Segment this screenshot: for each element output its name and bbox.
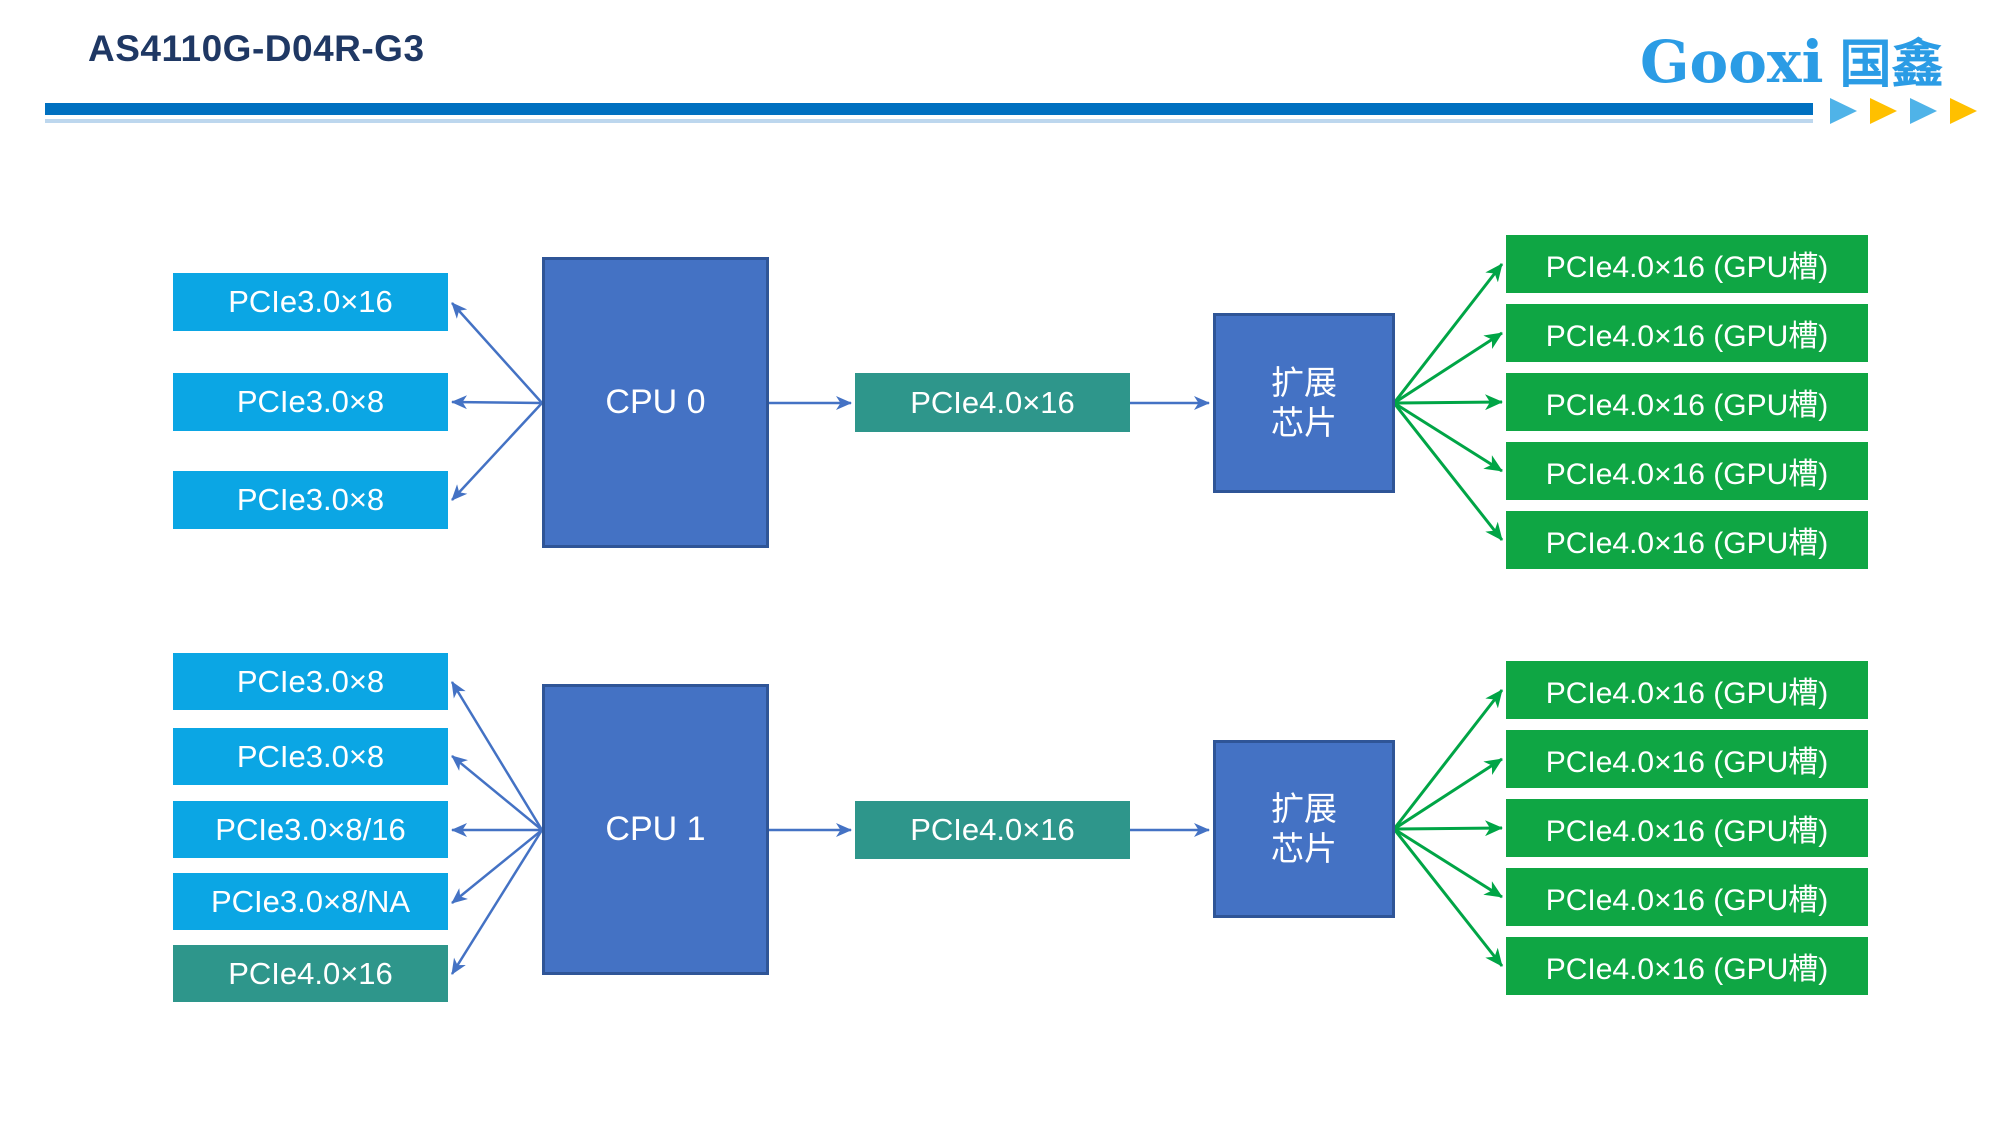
gooxi-logo: Gooxi 国鑫 bbox=[1640, 22, 1944, 97]
gpu-slot: PCIe4.0×16 (GPU槽) bbox=[1506, 868, 1868, 926]
expander-label-line2: 芯片 bbox=[1271, 830, 1337, 867]
gpu-slot: PCIe4.0×16 (GPU槽) bbox=[1506, 304, 1868, 362]
expander-label-line2: 芯片 bbox=[1271, 404, 1337, 441]
expander-chip-block: 扩展 芯片 bbox=[1213, 313, 1395, 493]
expander-label-line1: 扩展 bbox=[1271, 789, 1337, 827]
logo-arrow-icon bbox=[1830, 98, 1857, 124]
pcie-slot: PCIe3.0×8 bbox=[173, 728, 448, 785]
page-title: AS4110G-D04R-G3 bbox=[88, 28, 425, 69]
gpu-slot: PCIe4.0×16 (GPU槽) bbox=[1506, 661, 1868, 719]
pcie-slot: PCIe3.0×8 bbox=[173, 653, 448, 710]
gpu-slot: PCIe4.0×16 (GPU槽) bbox=[1506, 511, 1868, 569]
gpu-slot: PCIe4.0×16 (GPU槽) bbox=[1506, 442, 1868, 500]
pcie-slot: PCIe3.0×8/NA bbox=[173, 873, 448, 930]
logo-latin-text: Gooxi bbox=[1640, 28, 1824, 96]
logo-arrow-icon bbox=[1870, 98, 1897, 124]
cpu0-block: CPU 0 bbox=[542, 257, 769, 548]
header-divider-underline bbox=[45, 119, 1813, 123]
expander-label-line1: 扩展 bbox=[1271, 363, 1337, 401]
logo-cjk-text: 国鑫 bbox=[1839, 36, 1944, 94]
gpu-slot: PCIe4.0×16 (GPU槽) bbox=[1506, 373, 1868, 431]
pcie-slot: PCIe3.0×8/16 bbox=[173, 801, 448, 858]
pcie-slot: PCIe3.0×8 bbox=[173, 471, 448, 529]
cpu1-block: CPU 1 bbox=[542, 684, 769, 975]
logo-arrow-icon bbox=[1950, 98, 1977, 124]
pcie-slot: PCIe3.0×16 bbox=[173, 273, 448, 331]
gpu-slot: PCIe4.0×16 (GPU槽) bbox=[1506, 730, 1868, 788]
expander-chip-block: 扩展 芯片 bbox=[1213, 740, 1395, 918]
pcie-link: PCIe4.0×16 bbox=[855, 801, 1130, 859]
logo-arrow-icon bbox=[1910, 98, 1937, 124]
pcie-link: PCIe4.0×16 bbox=[855, 373, 1130, 432]
gpu-slot: PCIe4.0×16 (GPU槽) bbox=[1506, 235, 1868, 293]
header-divider-bar bbox=[45, 103, 1813, 115]
pcie-slot: PCIe3.0×8 bbox=[173, 373, 448, 431]
pcie-slot: PCIe4.0×16 bbox=[173, 945, 448, 1002]
gpu-slot: PCIe4.0×16 (GPU槽) bbox=[1506, 937, 1868, 995]
gpu-slot: PCIe4.0×16 (GPU槽) bbox=[1506, 799, 1868, 857]
